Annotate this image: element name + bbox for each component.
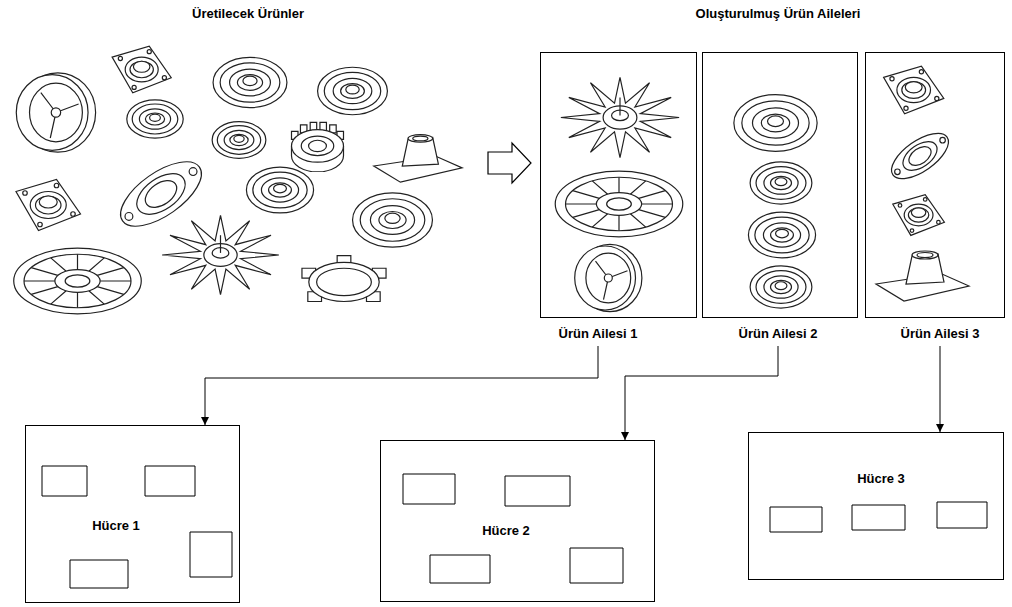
flow-arrow [940,346,941,432]
product-family-box: Ürün Ailesi 1 [540,52,697,346]
section-heading: Üretilecek Ürünler [192,6,304,22]
part-drawing [302,256,386,302]
family-drawings [555,66,969,311]
part-drawing [575,244,642,311]
cell-box: Hücre 2 [380,440,655,602]
machine-box [430,555,490,583]
product-family-box: Ürün Ailesi 3 [865,52,1005,346]
machine-box [570,548,623,583]
family-label: Ürün Ailesi 1 [559,326,638,342]
part-drawing [292,122,344,172]
part-drawing [14,248,142,314]
machine-box [190,532,232,577]
part-drawing [374,135,462,183]
part-drawing [246,167,313,213]
cell-box: Hücre 3 [748,432,1004,580]
flow-arrow [205,346,598,425]
part-drawing [16,73,95,152]
cell-label: Hücre 2 [482,523,530,539]
part-drawing [127,100,183,138]
machine-box [852,505,905,530]
cell-label: Hücre 3 [857,471,905,487]
family-outline [540,52,697,318]
part-drawing [212,122,266,159]
machine-boxes [42,466,987,588]
cell-box: Hücre 1 [25,425,240,603]
part-drawing [555,171,683,237]
part-drawing [112,46,171,93]
part-drawing [884,125,956,188]
machine-box [937,502,987,528]
machine-box [505,476,570,506]
part-drawing [748,212,815,258]
machine-box [145,466,195,496]
machine-box [770,507,822,532]
cell-label: Hücre 1 [92,518,140,534]
part-drawing [16,180,81,231]
family-label: Ürün Ailesi 3 [901,326,980,342]
part-drawing [734,95,817,152]
machine-box [403,474,455,504]
product-family-box: Ürün Ailesi 2 [702,52,858,346]
part-drawing [876,251,969,301]
part-drawing [353,193,433,247]
flow-arrow [625,346,778,440]
machine-box [42,466,87,496]
part-drawing [162,215,279,294]
part-drawing [213,57,287,107]
section-heading: Oluşturulmuş Ürün Aileleri [696,6,861,22]
part-drawing [561,77,679,157]
family-outline [702,52,858,318]
part-drawing [750,266,812,308]
family-outline [865,52,1005,318]
hollow-arrow [488,143,531,183]
part-drawing [318,67,388,115]
machine-box [70,560,128,588]
part-drawing [750,162,812,204]
part-drawing [893,195,945,236]
product-drawings [14,46,462,314]
part-drawing [884,66,944,114]
family-label: Ürün Ailesi 2 [739,326,818,342]
